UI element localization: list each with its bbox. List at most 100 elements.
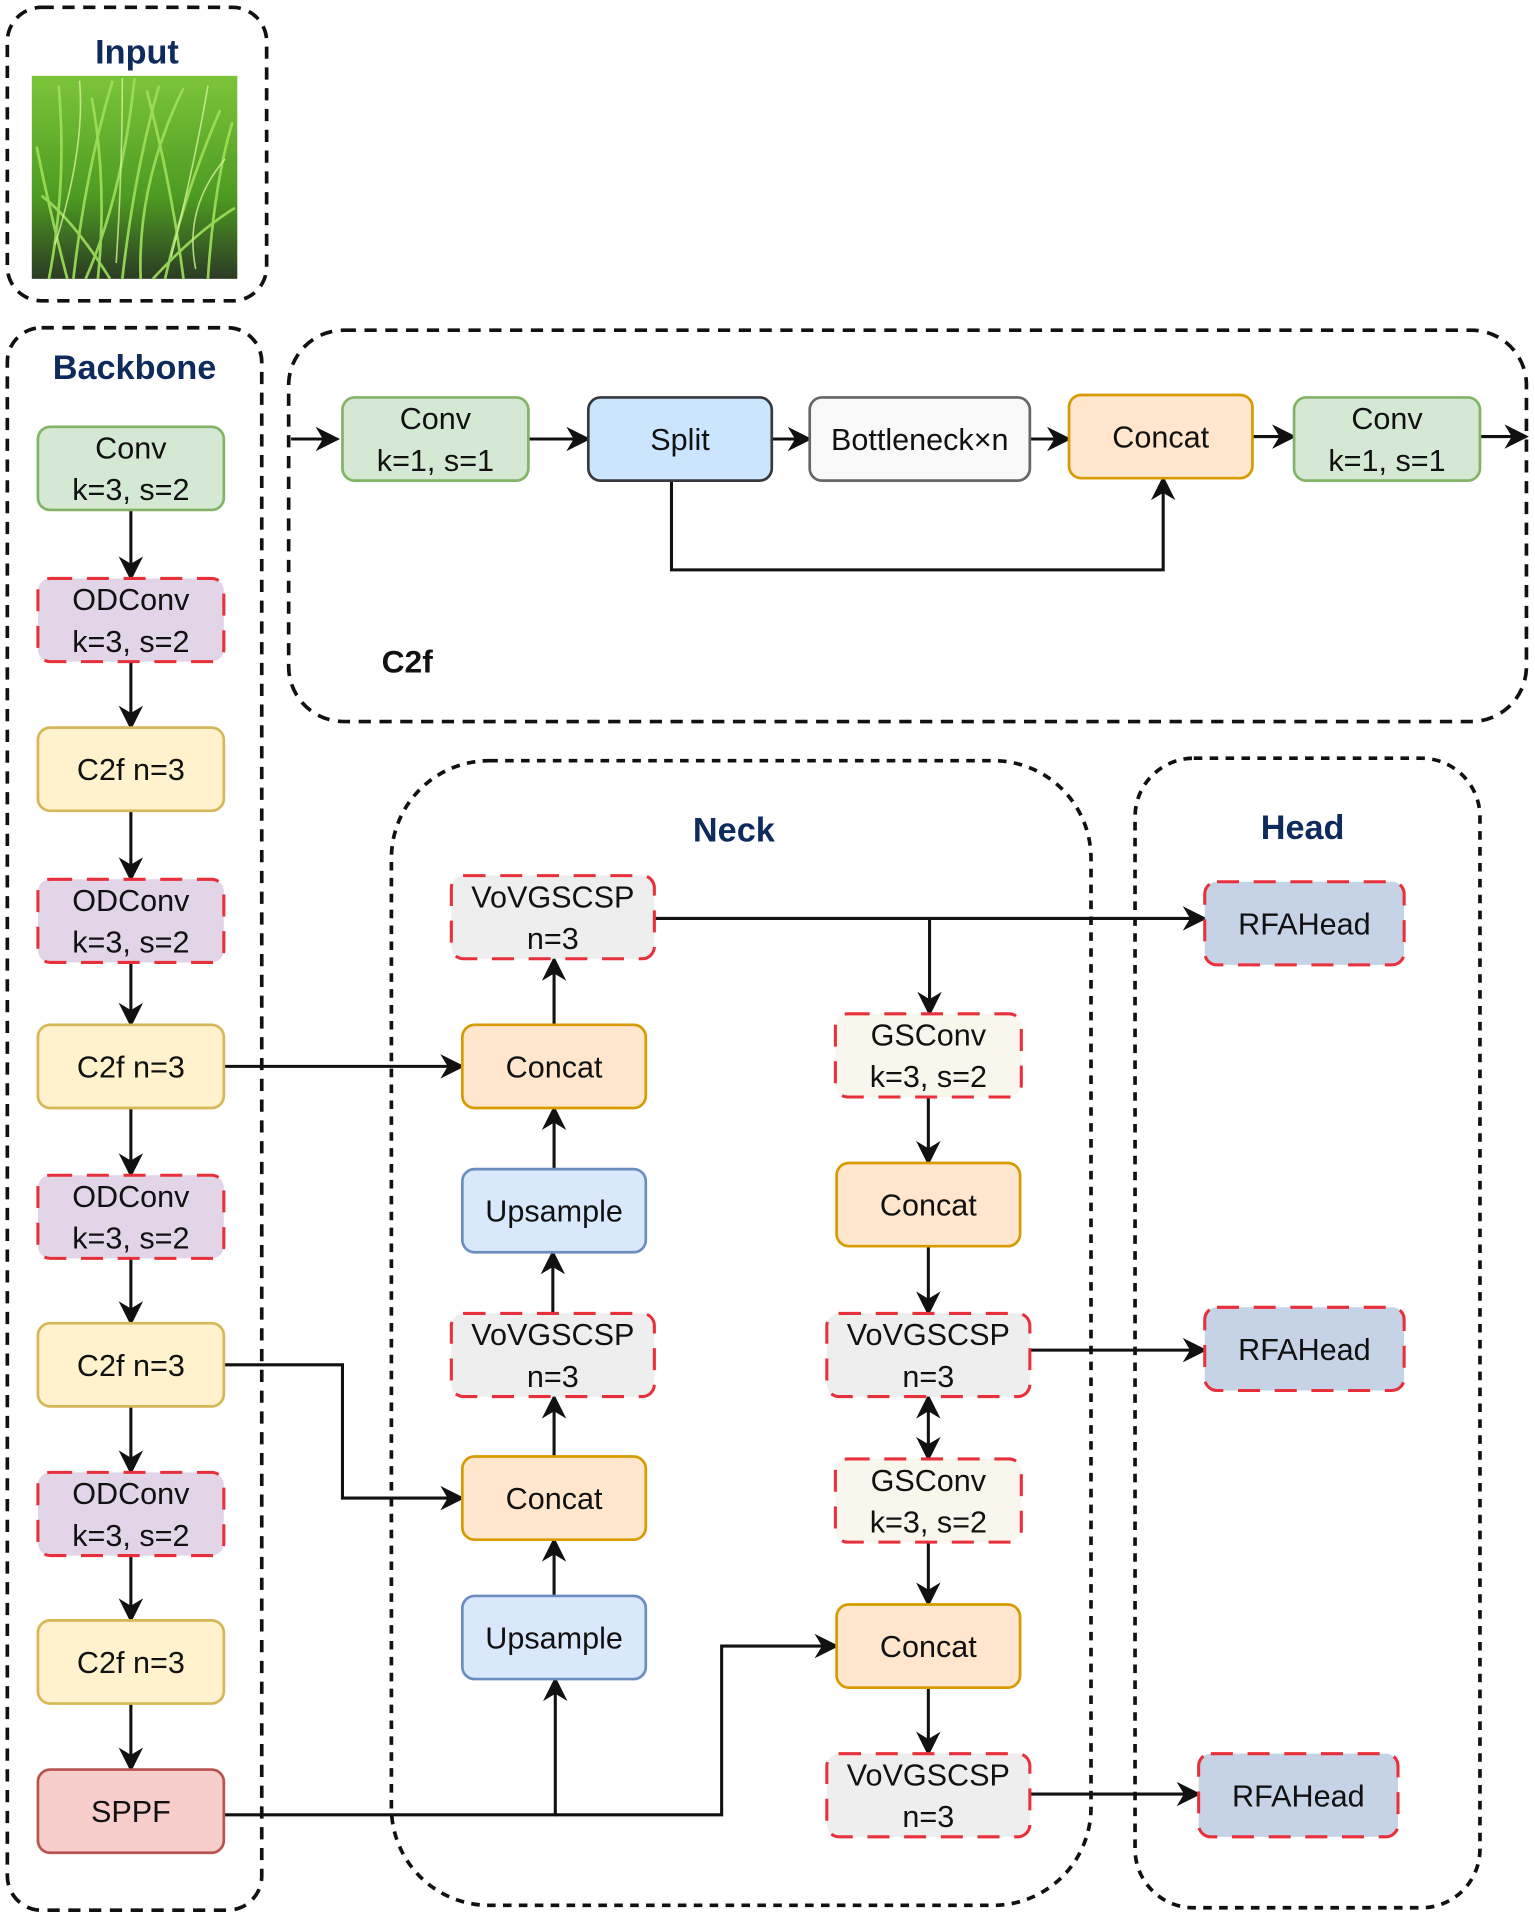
node-label: Bottleneck×n <box>831 423 1009 457</box>
node-label: C2f n=3 <box>77 1646 185 1680</box>
node-c2f-concat: Concat <box>1067 393 1254 480</box>
edges <box>118 424 1529 1817</box>
node-hd-rfa-3: RFAHead <box>1197 1752 1400 1839</box>
node-box <box>460 1023 648 1110</box>
neck-group <box>389 758 1093 1908</box>
node-label: Upsample <box>485 1195 623 1229</box>
node-box <box>835 1161 1022 1248</box>
node-label: GSConv <box>871 1019 987 1053</box>
node-box <box>36 425 226 512</box>
node-label: ODConv <box>72 1477 190 1511</box>
node-box <box>825 1752 1032 1839</box>
edge-bb-c2f-3-to-nk-concat-2 <box>223 1363 465 1511</box>
node-hd-rfa-2: RFAHead <box>1203 1305 1406 1392</box>
node-label: VoVGSCSP <box>471 880 634 914</box>
node-label: Concat <box>880 1630 977 1664</box>
node-box <box>449 874 656 961</box>
node-box <box>341 396 530 482</box>
node-label: k=3, s=2 <box>72 1519 189 1553</box>
node-box <box>36 726 226 813</box>
node-label: Concat <box>1112 421 1209 455</box>
node-box <box>1292 396 1482 482</box>
node-box <box>1067 393 1254 480</box>
node-label: Conv <box>1351 402 1423 436</box>
node-nk-concat-4: Concat <box>835 1603 1022 1689</box>
node-label: k=3, s=2 <box>72 926 189 960</box>
node-label: C2f n=3 <box>77 1349 185 1383</box>
c2f-detail-title: C2f <box>382 644 434 680</box>
head-group <box>1133 756 1482 1910</box>
node-label: Concat <box>506 1050 603 1084</box>
node-label: RFAHead <box>1238 907 1371 941</box>
node-label: Upsample <box>485 1622 623 1656</box>
node-label: k=3, s=2 <box>72 625 189 659</box>
node-box <box>36 576 226 664</box>
node-label: k=3, s=2 <box>72 473 189 507</box>
edge-c2f-split-to-c2f-concat <box>669 475 1176 572</box>
node-bb-c2f-1: C2f n=3 <box>36 726 226 813</box>
node-nk-concat-2: Concat <box>460 1455 648 1542</box>
node-label: Conv <box>95 432 167 466</box>
node-label: RFAHead <box>1238 1333 1371 1367</box>
input-group <box>5 5 269 303</box>
node-label: C2f n=3 <box>77 753 185 787</box>
node-box <box>808 396 1032 482</box>
node-label: k=1, s=1 <box>377 444 494 478</box>
node-box <box>449 1311 656 1399</box>
edge-bb-sppf-to-nk-upsample-2 <box>223 1676 568 1817</box>
node-label: Concat <box>880 1189 977 1223</box>
backbone-group <box>5 325 264 1913</box>
node-label: n=3 <box>527 922 579 956</box>
node-label: k=3, s=2 <box>72 1222 189 1256</box>
node-box <box>36 1023 226 1110</box>
node-box <box>36 1768 226 1855</box>
node-box <box>1203 1305 1406 1392</box>
head-title: Head <box>1261 809 1345 847</box>
node-label: C2f n=3 <box>77 1050 185 1084</box>
node-nk-vov-top: VoVGSCSP n=3 <box>449 874 656 961</box>
node-box <box>835 1603 1022 1689</box>
input-title: Input <box>95 34 179 72</box>
node-bb-c2f-4: C2f n=3 <box>36 1619 226 1705</box>
node-label: ODConv <box>72 583 190 617</box>
node-box <box>460 1594 648 1681</box>
node-label: VoVGSCSP <box>847 1318 1010 1352</box>
node-box <box>36 1619 226 1705</box>
node-box <box>833 1457 1023 1544</box>
input-image <box>31 75 238 280</box>
node-c2f-split: Split <box>586 396 774 482</box>
node-nk-upsample-2: Upsample <box>460 1594 648 1681</box>
node-bb-odconv-1: ODConv k=3, s=2 <box>36 576 226 664</box>
node-bb-c2f-2: C2f n=3 <box>36 1023 226 1110</box>
node-nk-vov-r1: VoVGSCSP n=3 <box>825 1311 1032 1399</box>
node-label: ODConv <box>72 1180 190 1214</box>
neck-title: Neck <box>693 811 776 849</box>
node-box <box>460 1167 648 1254</box>
node-label: Concat <box>506 1482 603 1516</box>
node-label: VoVGSCSP <box>847 1758 1010 1792</box>
node-box <box>460 1455 648 1542</box>
node-label: n=3 <box>902 1360 954 1394</box>
node-box <box>36 1173 226 1260</box>
edge-bb-sppf-to-nk-concat-4 <box>555 1633 840 1817</box>
node-label: k=1, s=1 <box>1328 444 1445 478</box>
node-box <box>833 1012 1023 1099</box>
node-bb-odconv-4: ODConv k=3, s=2 <box>36 1470 226 1558</box>
node-label: k=3, s=2 <box>870 1060 987 1094</box>
node-nk-upsample-1: Upsample <box>460 1167 648 1254</box>
node-bb-c2f-3: C2f n=3 <box>36 1321 226 1408</box>
node-label: VoVGSCSP <box>471 1318 634 1352</box>
node-box <box>825 1311 1032 1399</box>
node-bb-sppf: SPPF <box>36 1768 226 1855</box>
node-box <box>586 396 774 482</box>
node-label: k=3, s=2 <box>870 1505 987 1539</box>
node-nk-gsconv-1: GSConv k=3, s=2 <box>833 1012 1023 1099</box>
node-c2f-bottleneck: Bottleneck×n <box>808 396 1032 482</box>
node-box <box>1203 880 1406 967</box>
node-nk-concat-1: Concat <box>460 1023 648 1110</box>
